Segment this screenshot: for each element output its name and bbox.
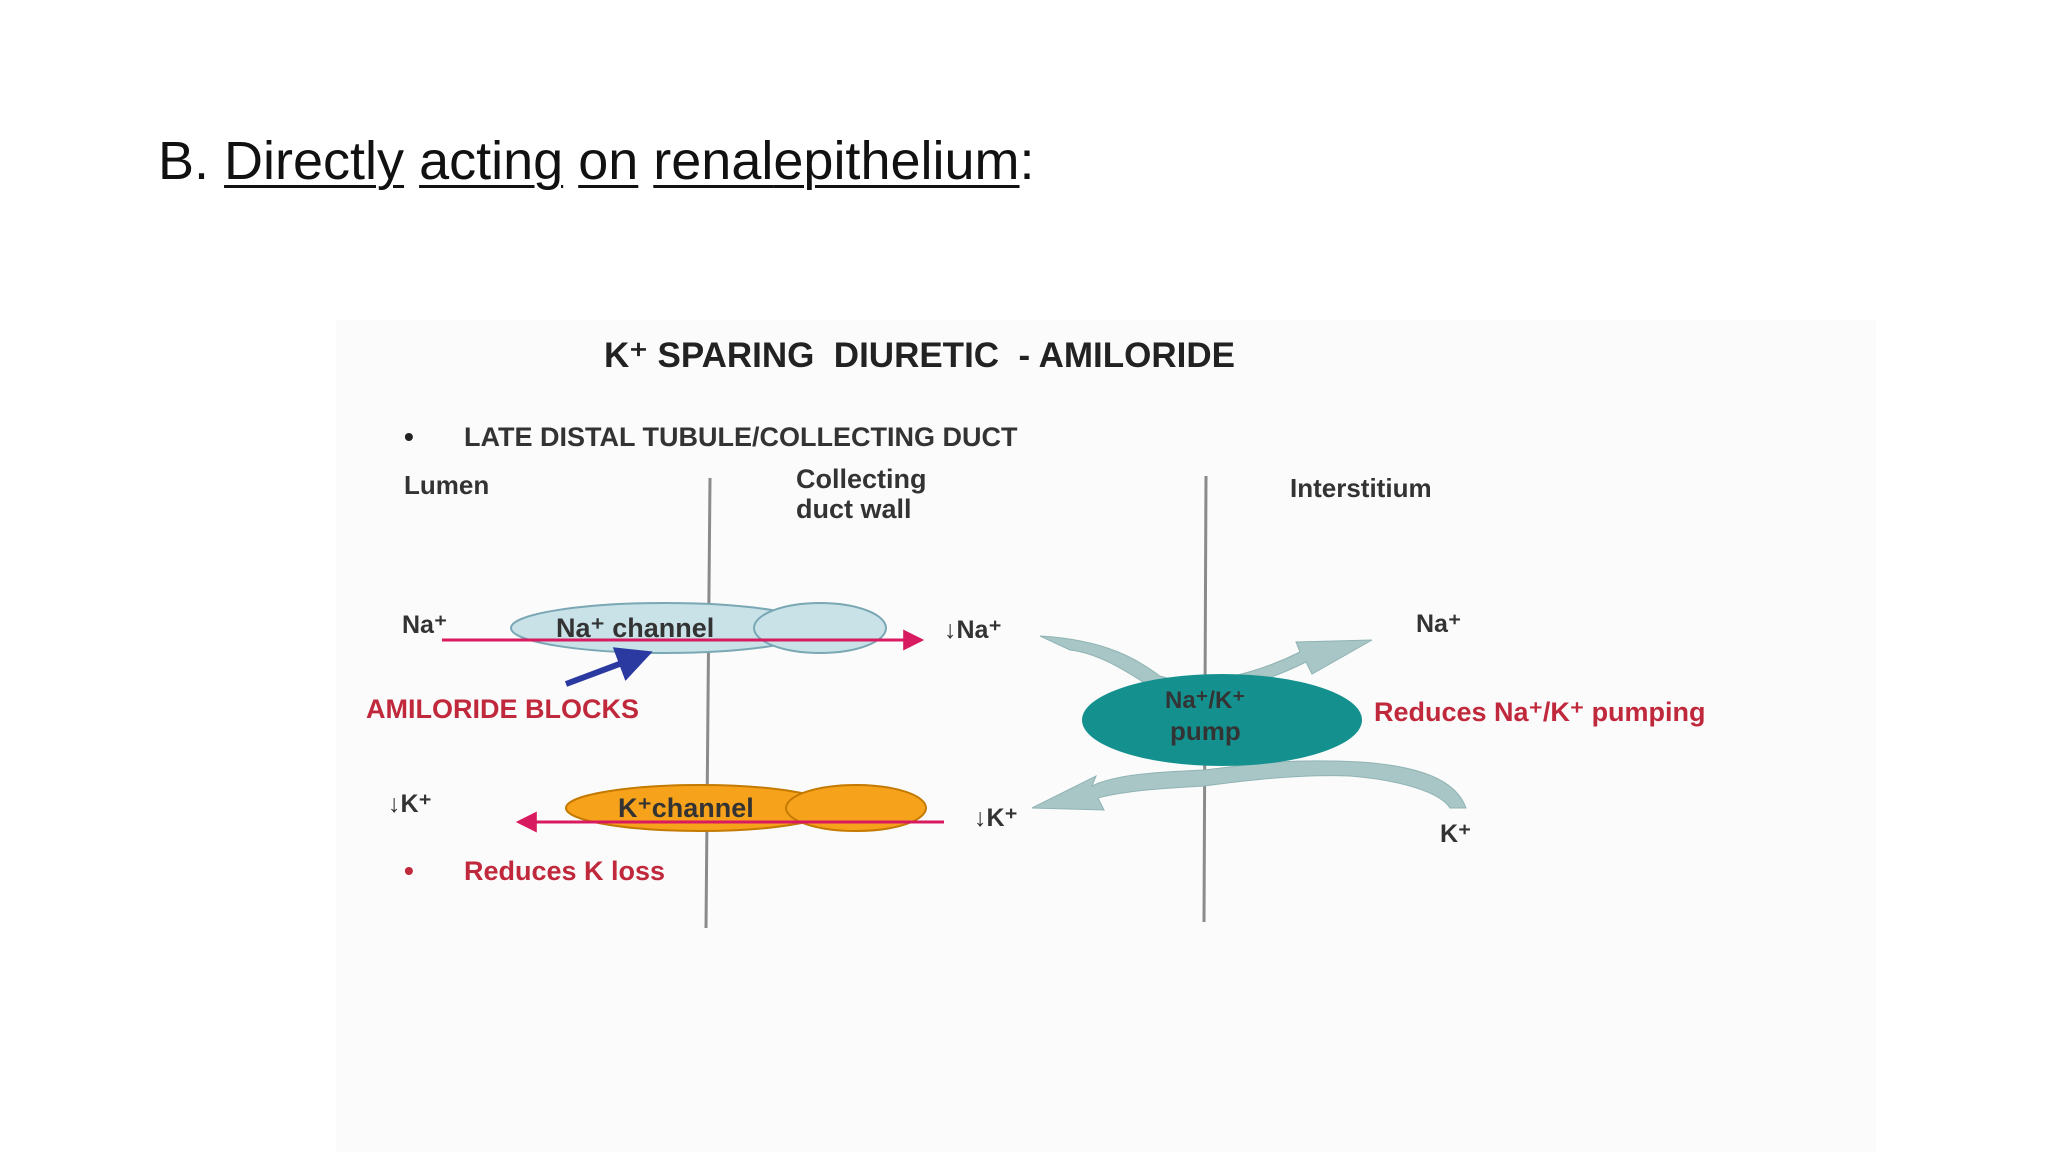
region-interstitium-label: Interstitium	[1290, 473, 1432, 503]
na-channel-end-cap	[753, 602, 887, 654]
na-k-pump	[1082, 674, 1362, 766]
k-channel-end-cap	[785, 784, 927, 832]
region-wall-label-line1: Collecting	[796, 464, 927, 494]
k-interstitium-ion: K⁺	[1440, 820, 1471, 848]
k-loss-bullet: •	[404, 855, 414, 886]
heading-word-on: on	[578, 131, 639, 191]
heading-suffix: :	[1019, 131, 1035, 191]
region-wall-label-line2: duct wall	[796, 494, 912, 524]
pump-label-line2: pump	[1170, 716, 1241, 746]
amiloride-block-arrow	[564, 647, 653, 687]
amiloride-blocks-label: AMILORIDE BLOCKS	[366, 694, 639, 724]
slide-heading: B. Directly acting on renalepithelium:	[158, 130, 1035, 192]
heading-word-epithelium: epithelium	[773, 131, 1020, 191]
k-lumen-ion: ↓K⁺	[388, 790, 432, 818]
pump-effect-label: Reduces Na⁺/K⁺ pumping	[1374, 697, 1706, 727]
region-lumen-label: Lumen	[404, 470, 489, 500]
k-influx-curve-arrow	[1031, 760, 1467, 811]
k-channel-label: K⁺channel	[618, 793, 754, 823]
diagram-title: K⁺ SPARING DIURETIC - AMILORIDE	[604, 336, 1235, 375]
na-lumen-ion: Na⁺	[402, 611, 447, 639]
heading-word-renal: renal	[653, 131, 774, 191]
na-interstitium-ion: Na⁺	[1416, 610, 1461, 638]
heading-prefix: B.	[158, 131, 210, 191]
subtitle-bullet: •	[404, 421, 414, 452]
k-loss-label: Reduces K loss	[464, 856, 665, 886]
k-cell-ion: ↓K⁺	[974, 804, 1018, 832]
na-cell-ion: ↓Na⁺	[944, 616, 1002, 644]
diagram-subtitle: LATE DISTAL TUBULE/COLLECTING DUCT	[464, 422, 1018, 452]
heading-word-directly: Directly	[224, 131, 405, 191]
heading-word-acting: acting	[419, 131, 564, 191]
pump-label-line1: Na⁺/K⁺	[1165, 687, 1245, 714]
apical-membrane-line	[704, 477, 712, 929]
na-channel-label: Na⁺ channel	[556, 613, 714, 643]
